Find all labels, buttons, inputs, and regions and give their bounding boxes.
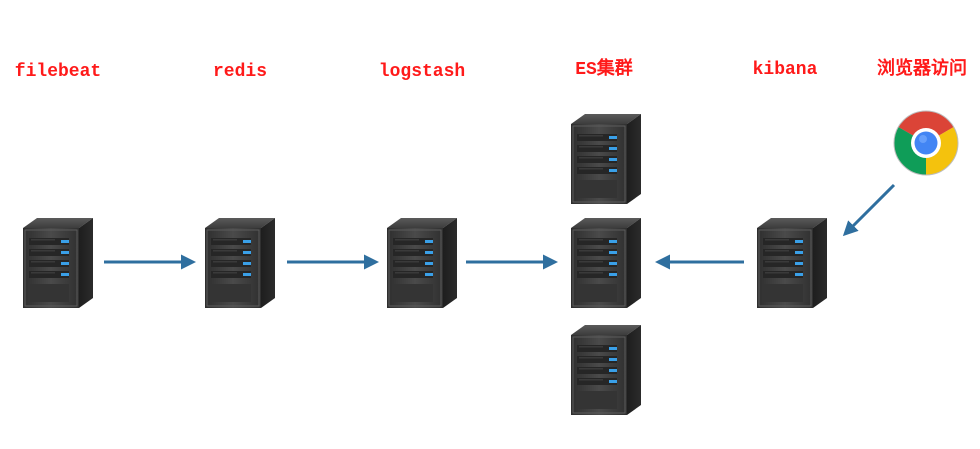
node-label-logstash: logstash (378, 62, 466, 82)
server-tower-icon-logstash (386, 217, 458, 309)
server-tower-icon-es-node-1 (570, 113, 642, 205)
node-label-filebeat: filebeat (14, 62, 102, 82)
server-tower-icon-es-node-2 (570, 217, 642, 309)
chrome-browser-icon (893, 110, 959, 176)
server-tower-icon-redis (204, 217, 276, 309)
node-label-browser: 浏览器访问 (877, 60, 967, 80)
node-label-kibana: kibana (752, 60, 818, 80)
node-label-redis: redis (212, 62, 268, 82)
server-tower-icon-es-node-3 (570, 324, 642, 416)
server-tower-icon-kibana (756, 217, 828, 309)
edge-browser-to-kibana (842, 183, 896, 237)
server-tower-icon-filebeat (22, 217, 94, 309)
node-label-es-cluster: ES集群 (575, 60, 633, 80)
